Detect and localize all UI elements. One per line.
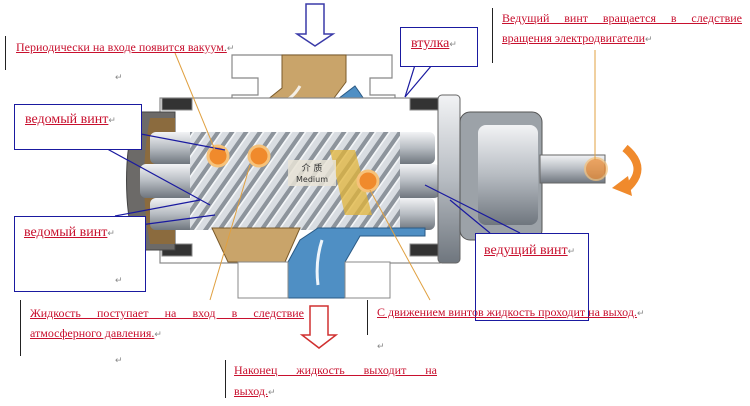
text-bar bbox=[5, 36, 6, 70]
text-bar bbox=[20, 300, 21, 356]
medium-cn-label: 介 质 bbox=[302, 162, 323, 174]
drive-screw-label: ведущий винт bbox=[484, 240, 575, 262]
shaft-highlight bbox=[584, 157, 608, 181]
medium-en-label: Medium bbox=[296, 175, 328, 184]
outlet-label-line2: выход. bbox=[234, 380, 276, 403]
driven-screw-bottom-label: ведомый винт bbox=[24, 222, 115, 244]
liquid-inlet-label-line1: Жидкость поступает на вход в следствие bbox=[30, 306, 304, 320]
paragraph-mark: ↵ bbox=[115, 72, 123, 82]
screw-movement-label: С движением винтов жидкость проходит на … bbox=[377, 301, 644, 324]
sleeve-label: втулка bbox=[411, 33, 457, 55]
drive-rotation-label-line1: Ведущий винт вращается в следствие bbox=[502, 11, 742, 25]
liquid-blob bbox=[206, 144, 230, 168]
paragraph-mark: ↵ bbox=[377, 341, 385, 351]
outlet-flow-arrow-icon bbox=[315, 239, 324, 286]
paragraph-mark: ↵ bbox=[115, 275, 123, 285]
liquid-inlet-label-line2: атмосферного давления. bbox=[30, 322, 162, 345]
outlet-flange bbox=[237, 261, 391, 299]
outlet-label-line1: Наконец жидкость выходит на bbox=[234, 363, 437, 377]
driven-screw-top-label: ведомый винт bbox=[25, 109, 116, 131]
paragraph-mark: ↵ bbox=[115, 355, 123, 365]
text-bar bbox=[367, 300, 368, 335]
inlet-arrow-icon bbox=[294, 3, 336, 47]
liquid-blob bbox=[356, 169, 380, 193]
text-bar bbox=[492, 8, 493, 63]
vacuum-label: Периодически на входе появится вакуум. bbox=[16, 36, 234, 59]
text-bar bbox=[225, 360, 226, 398]
drive-rotation-label-line2: вращения электродвигатели bbox=[502, 27, 653, 50]
liquid-blob bbox=[247, 144, 271, 168]
right-flange bbox=[437, 94, 461, 264]
inlet-lower bbox=[211, 227, 301, 263]
outlet-arrow-icon bbox=[299, 305, 339, 349]
